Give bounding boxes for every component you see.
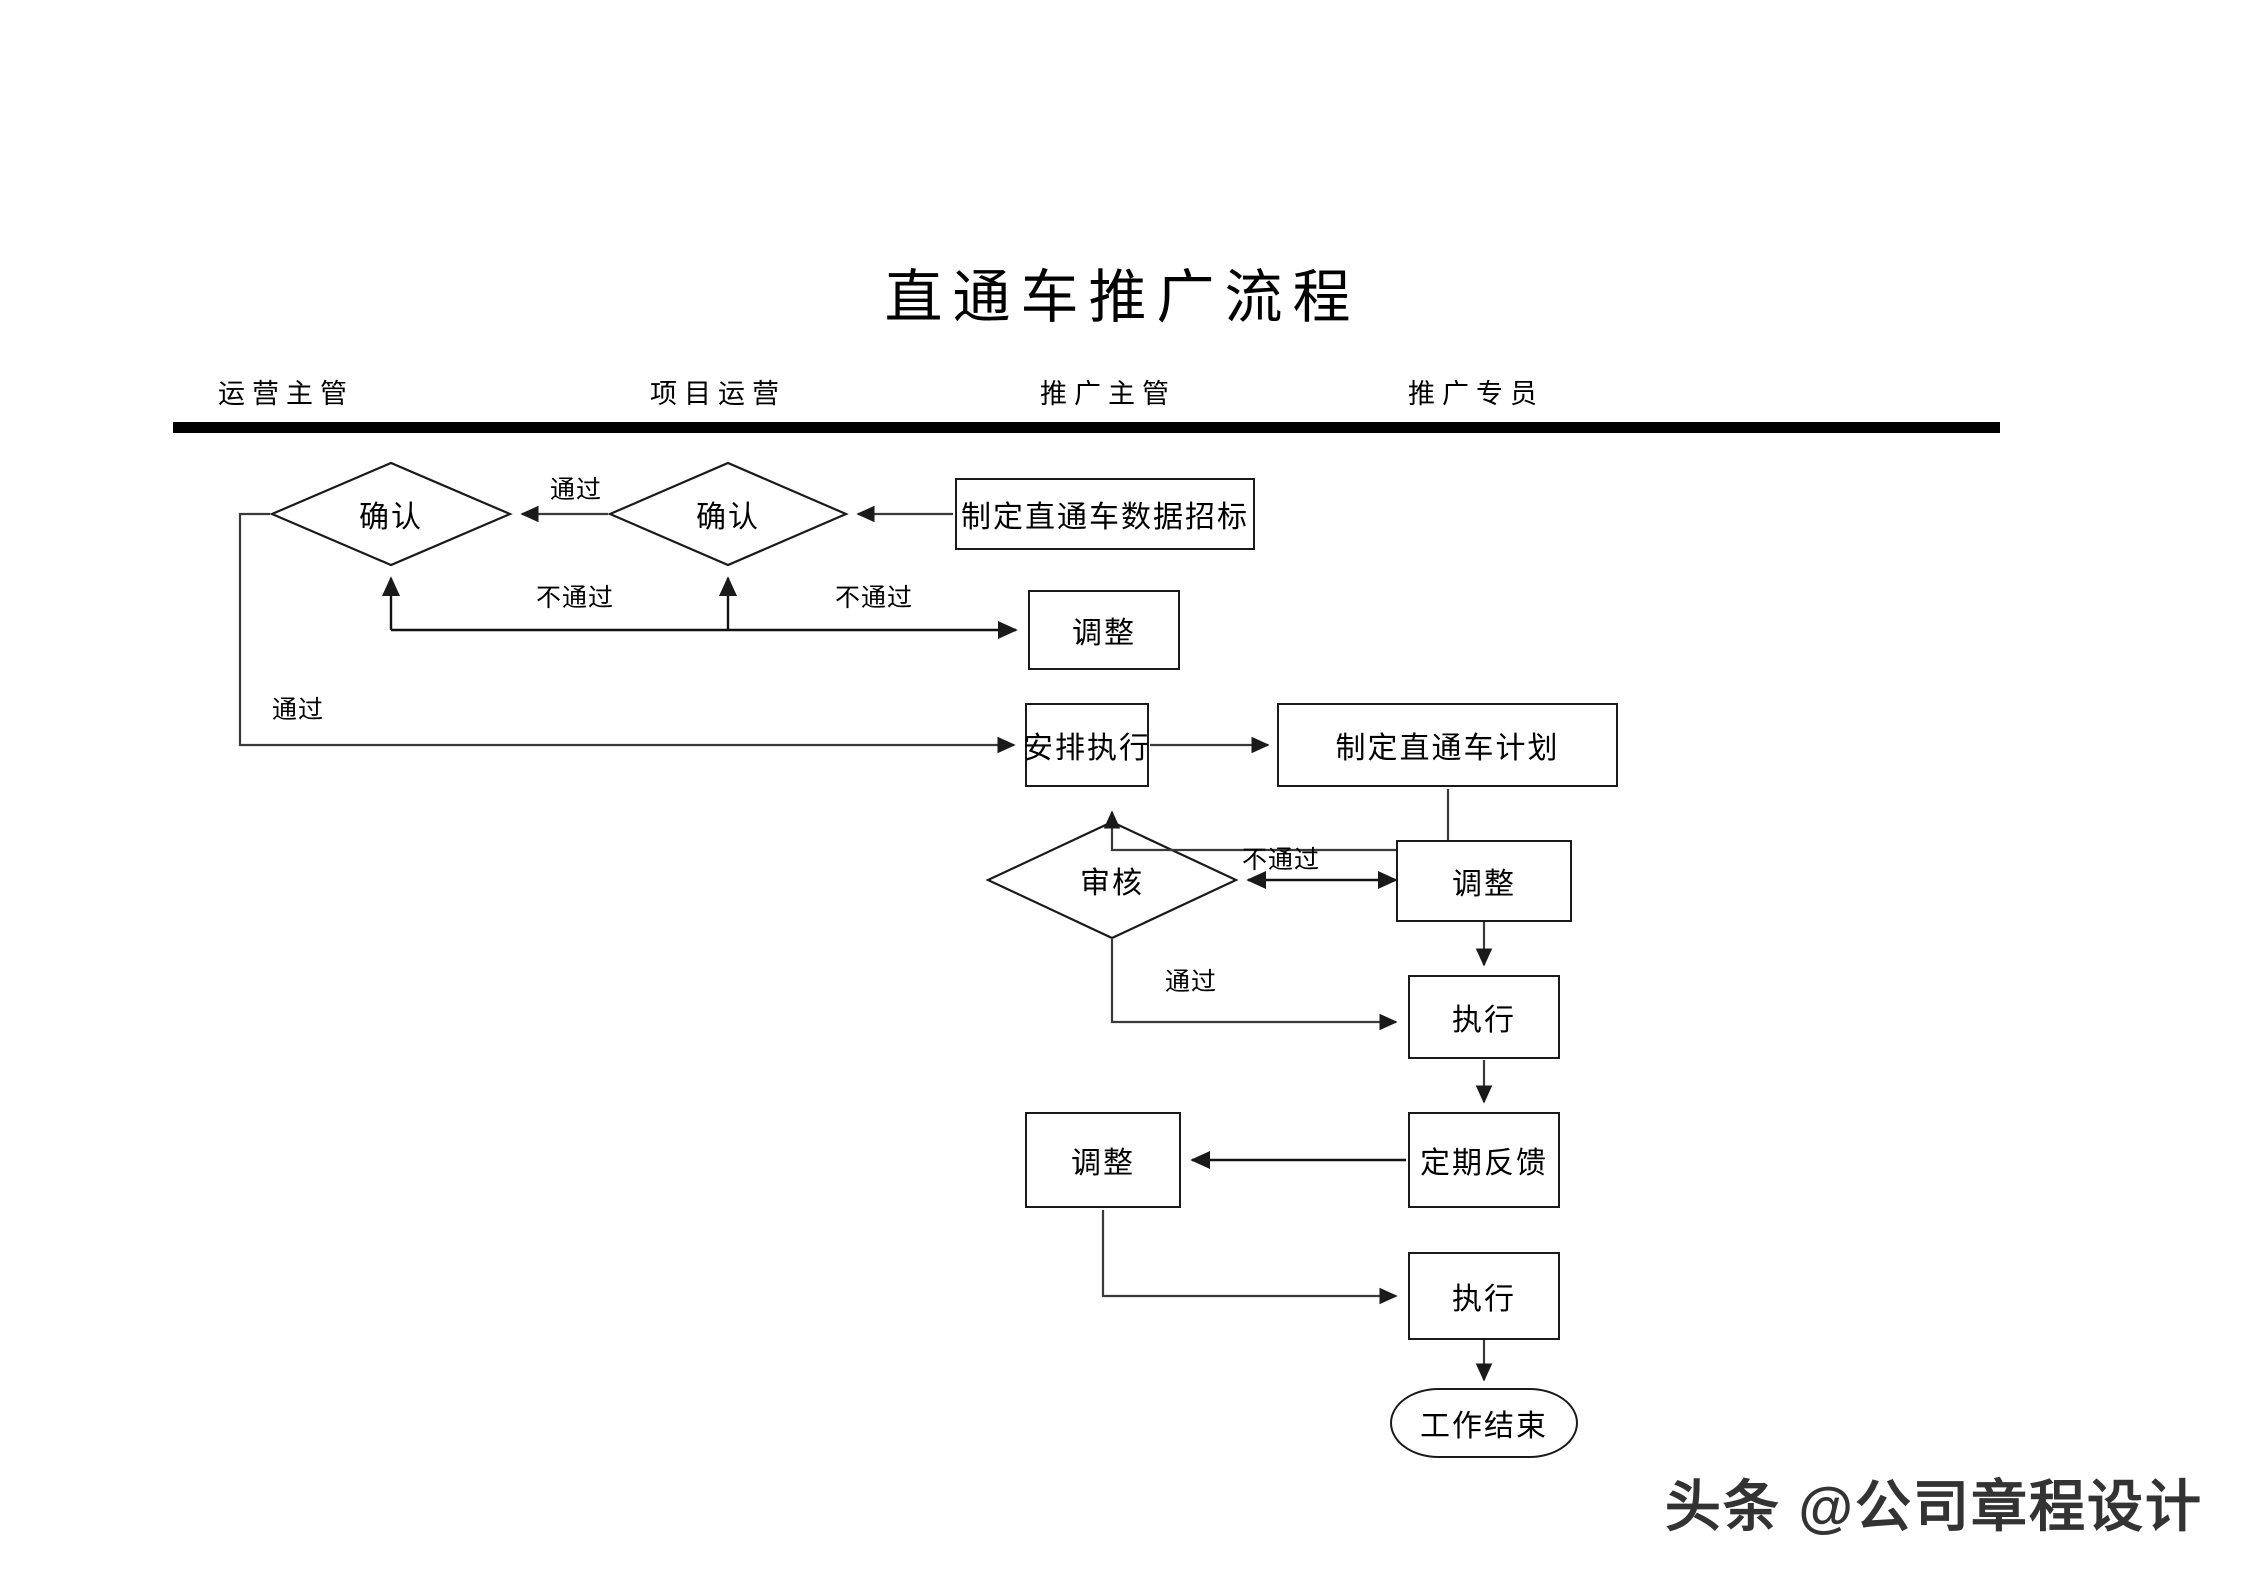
node-execute-mid[interactable]: 执行: [1408, 975, 1560, 1059]
lane-header-promotion-specialist: 推广专员: [1408, 379, 1544, 409]
node-make-bid[interactable]: 制定直通车数据招标: [955, 478, 1255, 550]
lane-header-promotion-manager: 推广主管: [1040, 379, 1176, 409]
edge-label-pass-left-long: 通过: [272, 697, 325, 724]
node-arrange-execution[interactable]: 安排执行: [1023, 703, 1151, 787]
edge-review-pass-to-execute: [1110, 938, 1398, 1031]
watermark: 头条 @公司章程设计: [1664, 1475, 2203, 1538]
page-title: 直通车推广流程: [884, 265, 1361, 330]
node-label-make-plan: 制定直通车计划: [1335, 732, 1560, 765]
diamond-confirm-right: [607, 461, 849, 567]
edge-label-fail-left: 不通过: [536, 585, 615, 612]
edge-label-pass-top: 通过: [550, 477, 603, 504]
node-label-arrange-execution: 安排执行: [1023, 732, 1151, 765]
lane-header-operations-manager: 运营主管: [218, 379, 354, 409]
node-label-work-end: 工作结束: [1420, 1410, 1548, 1443]
node-adjust-bottom[interactable]: 调整: [1025, 1112, 1181, 1208]
edge-label-fail-right: 不通过: [835, 585, 914, 612]
lane-header-project-operations: 项目运营: [650, 379, 786, 409]
node-label-execute-bottom: 执行: [1452, 1283, 1516, 1316]
node-periodic-feedback[interactable]: 定期反馈: [1408, 1112, 1560, 1208]
edge-label-review-fail: 不通过: [1242, 847, 1321, 874]
lane-header-divider: [173, 422, 2000, 433]
node-work-end[interactable]: 工作结束: [1390, 1388, 1578, 1458]
node-adjust-top[interactable]: 调整: [1028, 590, 1180, 670]
node-execute-bottom[interactable]: 执行: [1408, 1252, 1560, 1340]
node-label-periodic-feedback: 定期反馈: [1420, 1147, 1548, 1180]
node-label-execute-mid: 执行: [1452, 1004, 1516, 1037]
edge-label-review-pass: 通过: [1165, 969, 1218, 996]
edge-confirm-left-pass-to-arrange: [238, 512, 1016, 754]
diamond-confirm-left: [269, 461, 513, 567]
node-label-adjust-bottom: 调整: [1071, 1147, 1135, 1180]
edge-adjust-bottom-to-execute-bottom: [1101, 1210, 1398, 1305]
node-adjust-mid[interactable]: 调整: [1396, 840, 1572, 922]
node-label-adjust-mid: 调整: [1452, 868, 1516, 901]
node-label-adjust-top: 调整: [1072, 617, 1136, 650]
node-make-plan[interactable]: 制定直通车计划: [1277, 703, 1618, 787]
edge-plan-to-review: [1103, 789, 1450, 852]
node-label-make-bid: 制定直通车数据招标: [961, 501, 1249, 534]
